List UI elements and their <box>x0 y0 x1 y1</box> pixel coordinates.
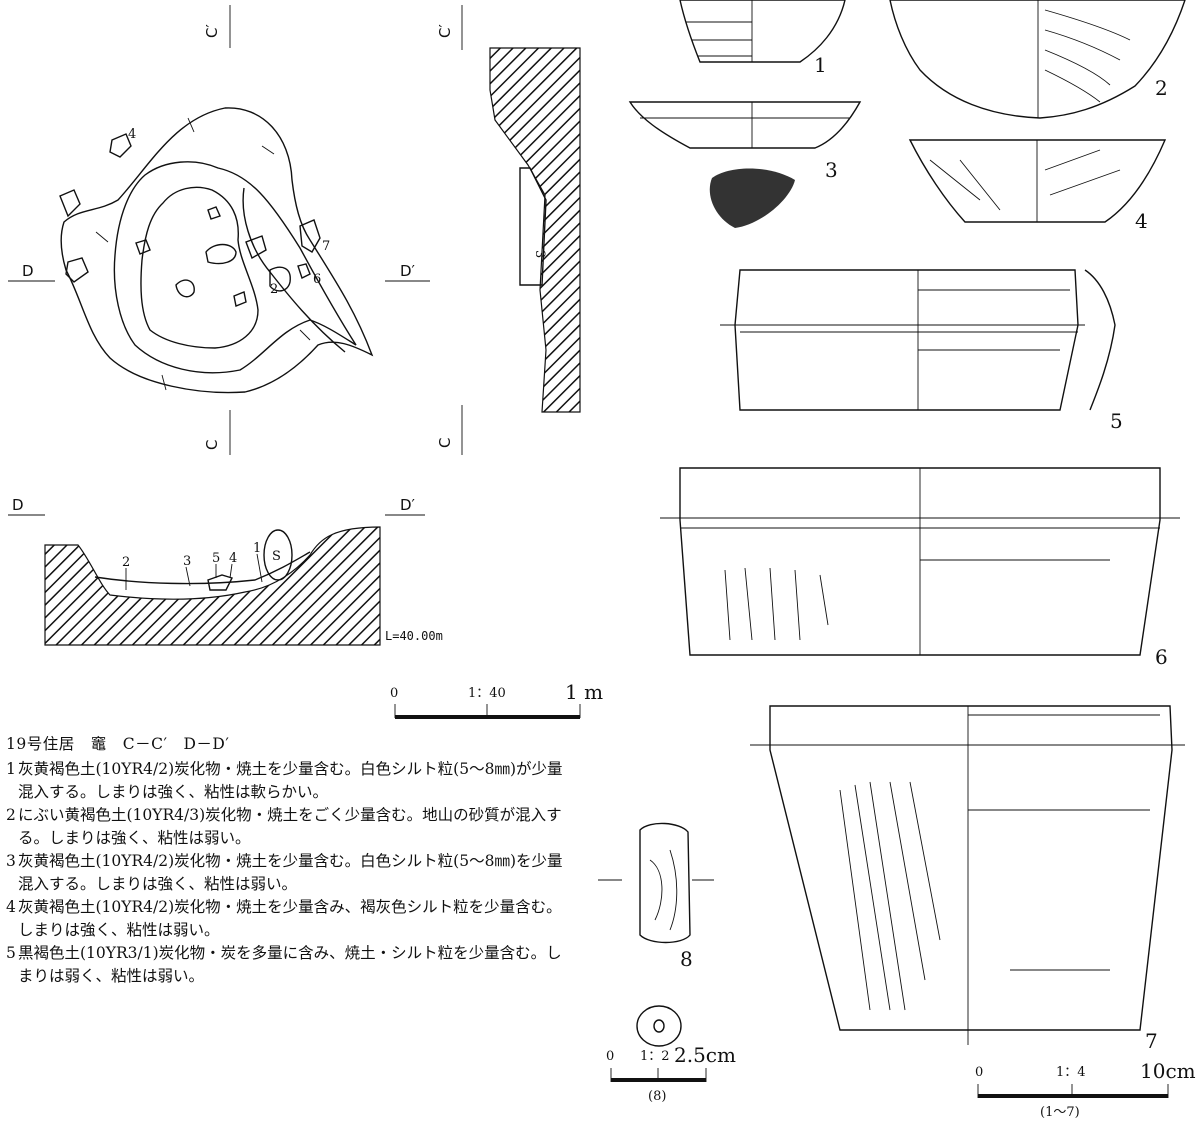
cc-layer-3 <box>519 167 547 286</box>
cc-bottom-label: C <box>436 438 454 448</box>
stone-e <box>135 239 151 255</box>
artifact-6: 6 <box>660 467 1180 669</box>
pit-contour-inner <box>140 186 259 349</box>
svg-text:1：40: 1：40 <box>468 686 506 701</box>
plan-d-left-label: D <box>22 262 34 280</box>
svg-text:2.5cm: 2.5cm <box>674 1043 736 1067</box>
stone-d <box>245 235 267 260</box>
stone-7-label: 7 <box>322 239 330 254</box>
cc-top-label: C′ <box>436 24 454 38</box>
stone-a <box>59 189 81 218</box>
cc-layer-3-label: 3 <box>532 250 547 258</box>
svg-text:6: 6 <box>1155 645 1168 669</box>
dd-level: L=40.00m <box>385 629 443 643</box>
svg-text:10cm: 10cm <box>1140 1059 1196 1083</box>
dd-layer-label-2: 2 <box>122 555 130 570</box>
dd-layer-box <box>207 574 233 591</box>
stone-2-label: 2 <box>270 282 278 297</box>
stone-h <box>233 291 247 307</box>
soil-layer-legend: 19号住居 竈 C－C′ D－D′ 1 灰黄褐色土(10YR4/2)炭化物・焼土… <box>6 733 566 988</box>
svg-text:0: 0 <box>390 686 398 701</box>
scale-1-40: 0 1：40 1 m <box>390 680 603 719</box>
pit-outline-outer <box>60 107 374 394</box>
dd-layer-label-3: 3 <box>183 554 191 569</box>
svg-text:4: 4 <box>1135 209 1148 233</box>
stone-c <box>205 243 237 265</box>
legend-item: 2 にぶい黄褐色土(10YR4/3)炭化物・焼土をごく少量含む。地山の砂質が混入… <box>6 806 562 847</box>
svg-text:1：2: 1：2 <box>640 1049 670 1064</box>
stone-g <box>175 279 195 298</box>
artifact-2: 2 <box>889 0 1186 119</box>
plan-d-right-label: D′ <box>400 262 416 280</box>
artifact-7: 7 <box>750 705 1185 1053</box>
dd-left-label: D <box>12 496 24 514</box>
cc-hatched-ground <box>489 47 581 413</box>
svg-text:3: 3 <box>825 158 838 182</box>
svg-text:(8): (8) <box>648 1089 666 1104</box>
stone-7 <box>299 219 321 253</box>
svg-text:0: 0 <box>606 1049 614 1064</box>
legend-item: 1 灰黄褐色土(10YR4/2)炭化物・焼土を少量含む。白色シルト粒(5～8㎜)… <box>6 760 563 801</box>
artifact-5: 5 <box>720 269 1123 433</box>
artifact-3: 3 <box>628 101 862 228</box>
legend-item: 5 黒褐色土(10YR3/1)炭化物・炭を多量に含み、焼土・シルト粒を少量含む。… <box>6 944 562 985</box>
stone-f <box>207 206 221 220</box>
dd-layer-label-5: 5 <box>212 551 220 566</box>
dd-stone-s-label: S <box>272 549 281 564</box>
svg-text:1 m: 1 m <box>565 680 603 704</box>
plan-c-bottom-label: C <box>203 440 221 450</box>
svg-text:8: 8 <box>680 947 693 971</box>
stone-6-label: 6 <box>313 272 321 287</box>
artifact-4: 4 <box>908 139 1167 233</box>
artifact-3-texture <box>709 168 795 228</box>
svg-text:7: 7 <box>1145 1029 1158 1053</box>
profile-cc: C′ C 3 <box>436 5 581 455</box>
scale-1-4: 0 1：4 10cm (1～7) <box>975 1059 1196 1120</box>
legend-title: 19号住居 竈 C－C′ D－D′ <box>6 735 230 753</box>
svg-text:2: 2 <box>1155 76 1168 100</box>
artifact-8: 8 <box>598 822 714 1047</box>
hearth-plan: C′ C D D′ 4 7 2 6 <box>8 5 430 455</box>
pit-contour-middle <box>113 161 357 374</box>
svg-text:(1～7): (1～7) <box>1040 1105 1080 1120</box>
svg-text:1：4: 1：4 <box>1056 1065 1086 1080</box>
plan-c-top-label: C′ <box>203 24 221 38</box>
artifact-1: 1 <box>679 0 846 77</box>
dd-layer-label-1: 1 <box>253 541 261 556</box>
stone-b <box>65 257 89 283</box>
stone-4 <box>109 133 132 158</box>
legend-item: 3 灰黄褐色土(10YR4/2)炭化物・焼土を少量含む。白色シルト粒(5～8㎜)… <box>6 852 563 893</box>
dd-hatched-ground <box>44 526 381 646</box>
stone-2 <box>269 266 291 292</box>
dd-stone-s <box>263 529 293 581</box>
profile-dd: D D′ S 2 3 5 4 1 L=40.00m <box>8 496 443 646</box>
dd-right-label: D′ <box>400 496 416 514</box>
stone-4-label: 4 <box>128 127 136 142</box>
svg-text:1: 1 <box>814 53 827 77</box>
stone-6 <box>297 263 311 279</box>
dd-layer-label-4: 4 <box>229 551 237 566</box>
scale-1-2: 0 1：2 2.5cm (8) <box>606 1043 736 1104</box>
svg-text:0: 0 <box>975 1065 983 1080</box>
svg-text:5: 5 <box>1110 409 1123 433</box>
legend-item: 4 灰黄褐色土(10YR4/2)炭化物・焼土を少量含み、褐灰色シルト粒を少量含む… <box>6 898 562 939</box>
